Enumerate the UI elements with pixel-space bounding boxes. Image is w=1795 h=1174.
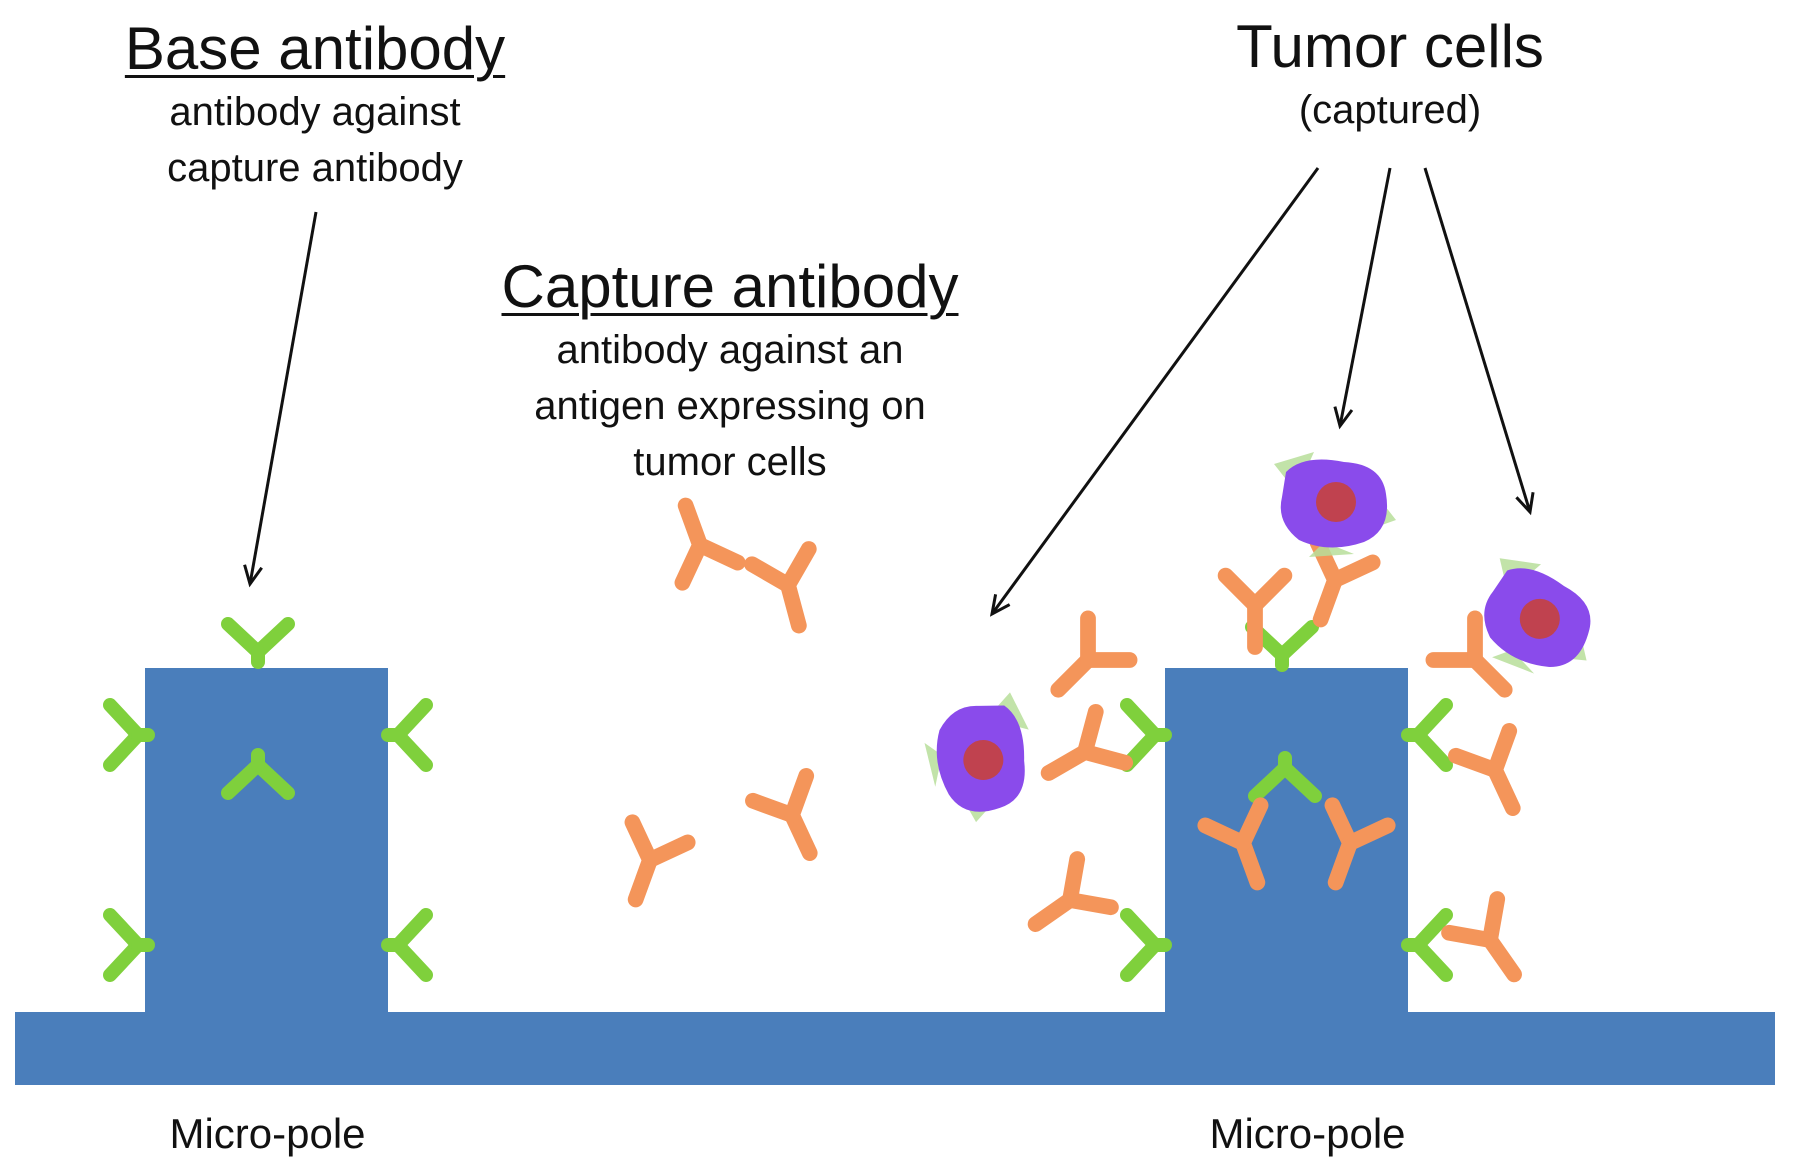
base-ab-right-side-1: [1120, 698, 1172, 772]
capture-antibody-2-arm-right: [780, 541, 817, 593]
tumor-cell-2: [1274, 452, 1396, 557]
arrow-tumor-cell-2-shaft: [1338, 167, 1392, 427]
capture-antibody-13-arm-right: [1487, 723, 1518, 778]
capture-antibody-desc-line-2: antigen expressing on: [534, 384, 926, 428]
capture-antibody-13-arm-left: [1448, 747, 1503, 778]
base-antibody-desc-line-2: capture antibody: [167, 146, 463, 190]
capture-antibody-2: [744, 541, 817, 634]
base-ab-left-inner: [221, 748, 295, 800]
capture-antibody-8-arm-right: [1077, 744, 1134, 771]
base-ab-left-side-3: [103, 908, 155, 982]
capture-antibodies: [624, 497, 1522, 983]
micro-pole-label-right: Micro-pole: [1209, 1110, 1406, 1157]
base-ab-right-inner: [1248, 751, 1322, 803]
tumor-cell-3-antigen-3: [1492, 650, 1535, 674]
micro-pole-left: [145, 668, 388, 1016]
base-antibody-title: Base antibody: [124, 15, 506, 82]
capture-antibody-3-arm-right: [642, 834, 696, 868]
capture-antibody-1-arm-right: [674, 537, 708, 591]
tumor-cells: [924, 452, 1591, 823]
capture-antibody-10-arm-right: [1235, 797, 1269, 851]
arrow-base-antibody-head: [243, 564, 263, 588]
capture-antibody-14-arm-right: [1482, 891, 1506, 948]
tumor-cell-3-nucleus: [1519, 598, 1560, 639]
base-antibody-desc-line-1: antibody against: [169, 90, 461, 134]
capture-antibody-4-arm-left: [745, 792, 800, 823]
base-ab-left-top: [221, 617, 295, 669]
capture-antibody-11: [1324, 797, 1396, 891]
capture-antibody-10: [1197, 797, 1269, 891]
capture-antibody-13: [1448, 723, 1521, 816]
capture-antibody-4-arm-right: [784, 768, 815, 823]
substrate-base: [15, 1012, 1775, 1085]
capture-antibody-9-arm-right: [1062, 892, 1119, 916]
capture-antibody-9: [1027, 851, 1119, 932]
capture-antibody-12: [1425, 610, 1513, 698]
capture-antibody-7: [1050, 610, 1138, 698]
tumor-cell-2-nucleus: [1316, 482, 1356, 522]
base-antibodies: [103, 617, 1453, 982]
capture-antibody-4: [745, 768, 818, 861]
capture-antibody-14: [1441, 891, 1522, 983]
capture-antibody-desc-line-3: tumor cells: [633, 440, 827, 484]
arrow-tumor-cell-1-shaft: [990, 167, 1320, 615]
base-ab-left-side-2: [381, 698, 433, 772]
capture-antibody-5: [1217, 567, 1293, 655]
base-ab-right-side-2: [1401, 698, 1453, 772]
arrow-tumor-cell-3: [1423, 167, 1535, 516]
arrow-tumor-cell-3-head: [1515, 492, 1535, 516]
tumor-cell-1-nucleus: [963, 739, 1004, 780]
arrow-base-antibody-shaft: [248, 211, 318, 585]
capture-antibody-3: [624, 814, 696, 908]
arrow-tumor-cell-3-shaft: [1423, 167, 1532, 513]
capture-antibody-8: [1040, 703, 1134, 781]
arrow-tumor-cell-1: [989, 167, 1320, 617]
base-ab-right-side-3: [1120, 908, 1172, 982]
capture-antibody-1: [674, 497, 746, 591]
arrow-tumor-cell-1-head: [989, 594, 1011, 617]
arrow-tumor-cell-2-head: [1333, 406, 1354, 430]
capture-antibody-6-arm-right: [1327, 554, 1381, 588]
tumor-cell-3: [1484, 558, 1591, 674]
capture-antibody-title: Capture antibody: [501, 253, 959, 320]
capture-antibody-7-arm-right: [1080, 652, 1138, 668]
base-ab-left-side-1: [103, 698, 155, 772]
capture-antibody-desc-line-1: antibody against an: [556, 328, 904, 372]
tumor-cell-1: [924, 692, 1029, 823]
capture-antibody-5-arm-right: [1247, 567, 1293, 613]
tumor-cells-desc: (captured): [1298, 88, 1482, 132]
arrows: [243, 167, 1535, 617]
capture-antibody-12-arm-right: [1467, 610, 1483, 668]
arrow-tumor-cell-2: [1333, 167, 1392, 430]
micro-pole-right: [1165, 668, 1408, 1016]
capture-antibody-11-arm-right: [1342, 817, 1396, 851]
arrow-base-antibody: [243, 211, 318, 588]
micro-pole-label-left: Micro-pole: [169, 1110, 366, 1157]
base-ab-right-side-4: [1401, 908, 1453, 982]
tumor-cells-title: Tumor cells: [1236, 13, 1544, 80]
base-ab-left-side-4: [381, 908, 433, 982]
